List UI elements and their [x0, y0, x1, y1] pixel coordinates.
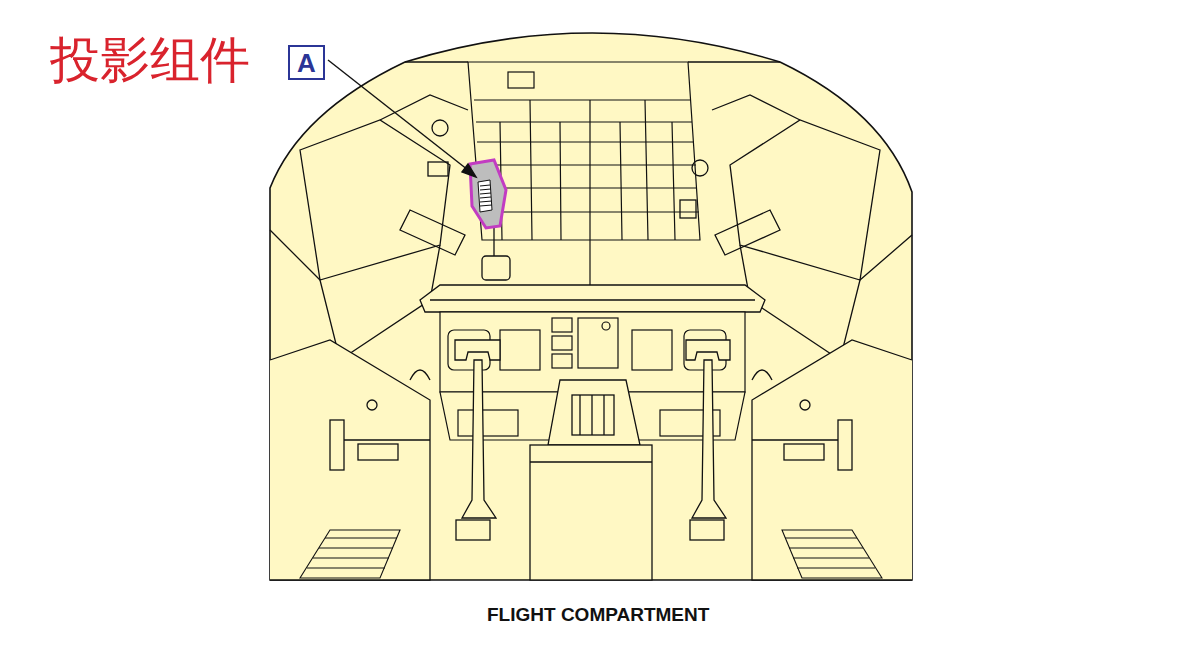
glareshield-part	[420, 285, 765, 312]
window-frames-part	[270, 230, 912, 280]
projector-assembly-part	[470, 160, 506, 228]
window-frames-part	[432, 120, 448, 136]
center-pedestal-part	[548, 380, 640, 445]
window-frames-part	[400, 210, 465, 255]
floor-grilles-part	[785, 538, 875, 568]
window-frames-part	[428, 162, 448, 176]
callout-box: A	[288, 45, 325, 80]
side-consoles-part	[784, 444, 824, 460]
side-consoles-part	[752, 340, 912, 580]
floor-grilles	[300, 530, 882, 578]
instrument-panel-part	[552, 354, 572, 368]
projector-assembly	[470, 160, 506, 228]
center-pedestal-part	[530, 445, 652, 580]
overhead-panel-part	[530, 100, 648, 240]
side-consoles-part	[800, 400, 810, 410]
instrument-panel-part	[602, 322, 610, 330]
leader-line	[328, 60, 476, 177]
projector-lens-part	[480, 185, 492, 206]
instrument-panel-part	[458, 410, 518, 436]
window-frames-part	[730, 120, 880, 280]
side-consoles-part	[358, 444, 398, 460]
overhead-panel-part	[508, 72, 534, 88]
center-pedestal	[530, 380, 652, 580]
window-frames-part	[300, 120, 450, 280]
glareshield-part	[430, 299, 755, 300]
instrument-panel-part	[500, 330, 540, 370]
leader-line-part	[462, 164, 476, 177]
glareshield	[420, 285, 765, 312]
overhead-panel-part	[468, 62, 700, 240]
instrument-panel-part	[552, 318, 572, 332]
side-consoles-part	[838, 420, 852, 470]
leader-line-part	[328, 60, 468, 170]
control-columns-part	[456, 520, 490, 540]
window-frames-part	[680, 200, 696, 218]
instrument-panel	[440, 312, 745, 440]
side-consoles	[270, 340, 912, 580]
callout-letter: A	[297, 50, 316, 76]
mirror-part	[482, 256, 510, 280]
overhead-panel-part	[500, 122, 675, 240]
center-pedestal-part	[572, 395, 614, 435]
control-columns-part	[462, 360, 496, 518]
floor-grilles-part	[300, 530, 400, 578]
side-consoles-part	[410, 370, 772, 380]
control-columns-part	[455, 340, 500, 360]
overhead-panel-part	[474, 100, 699, 212]
side-consoles-part	[367, 400, 377, 410]
cockpit-outline-part	[270, 33, 912, 580]
projector-lens	[478, 180, 492, 212]
mirror	[482, 228, 510, 280]
floor-grilles-part	[307, 538, 397, 568]
control-columns-part	[686, 340, 730, 360]
projector-lens-part	[478, 180, 492, 212]
center-pedestal-part	[580, 395, 604, 435]
window-frames-part	[380, 95, 800, 120]
instrument-panel-part	[632, 330, 672, 370]
figure-caption: FLIGHT COMPARTMENT	[487, 604, 709, 626]
instrument-panel-part	[578, 318, 618, 368]
instrument-panel-part	[440, 392, 745, 440]
window-frames-part	[405, 61, 780, 62]
side-consoles-part	[270, 340, 430, 580]
window-frames-part	[692, 160, 708, 176]
side-consoles-part	[330, 420, 344, 470]
cockpit-outline	[270, 33, 912, 580]
overhead-panel-part	[589, 240, 590, 290]
part-name: 投影组件	[50, 30, 250, 90]
window-frames-part	[715, 210, 780, 255]
control-columns-part	[690, 520, 724, 540]
floor-grilles-part	[782, 530, 882, 578]
side-consoles-part	[340, 439, 842, 440]
mirror-part	[493, 228, 494, 256]
center-pedestal-part	[530, 461, 652, 462]
instrument-panel-part	[552, 336, 572, 350]
control-columns-part	[692, 360, 726, 518]
overhead-panel	[468, 62, 700, 290]
